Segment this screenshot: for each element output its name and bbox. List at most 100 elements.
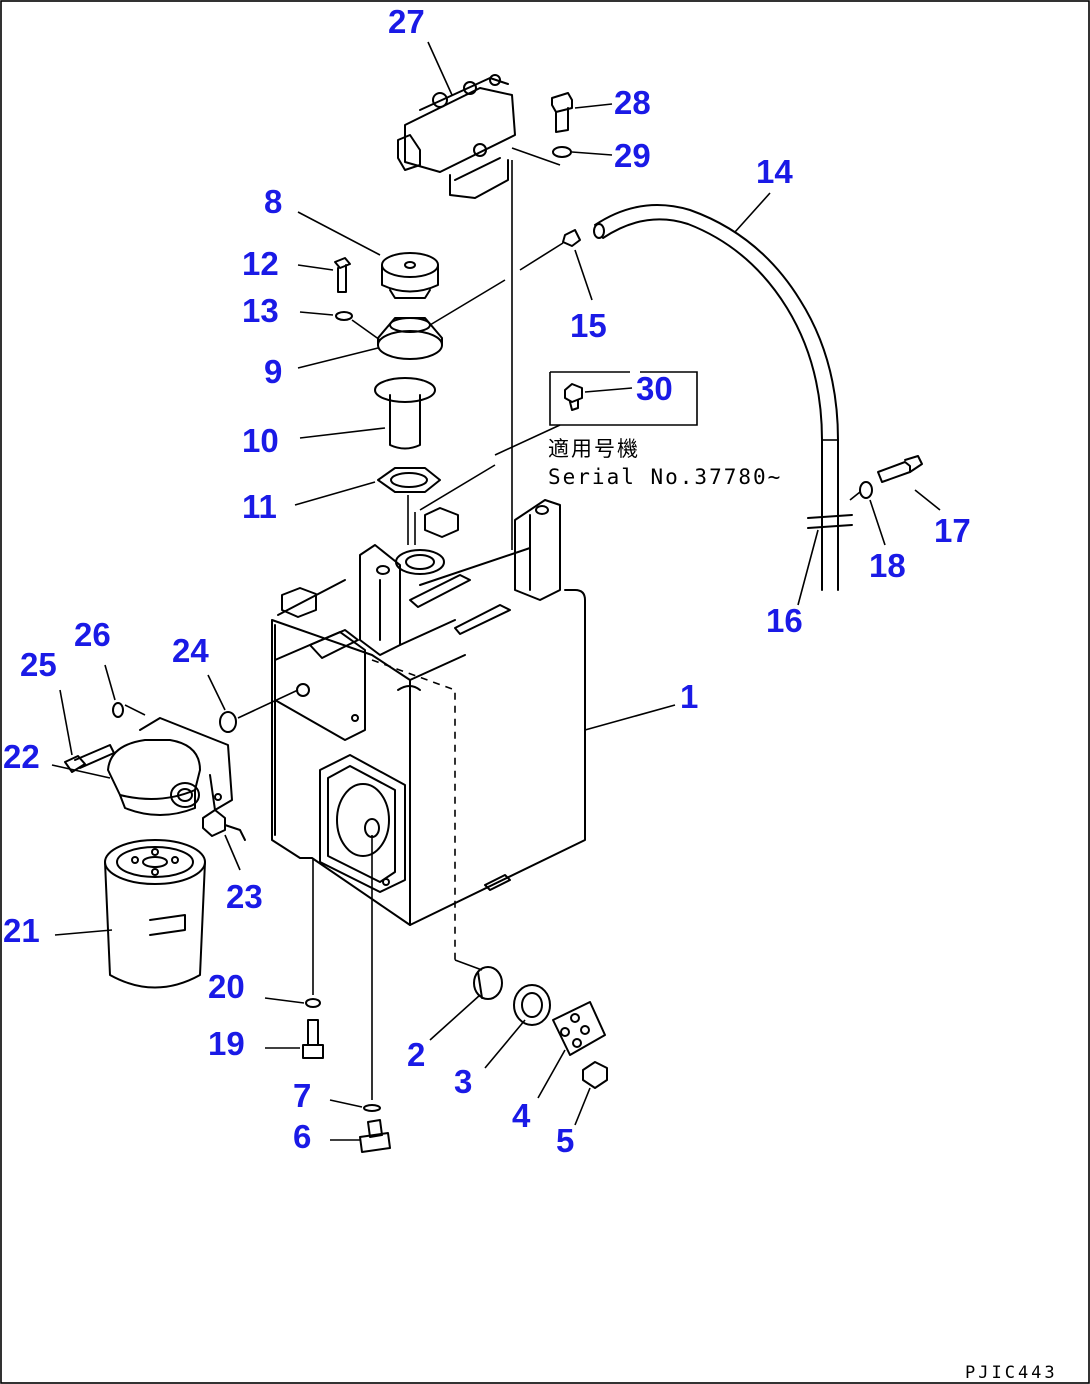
leader-line	[299, 427, 386, 439]
callout-17: 17	[934, 512, 971, 549]
drain-plug-6	[359, 1119, 391, 1153]
leader-line	[297, 347, 379, 369]
callout-13: 13	[242, 292, 279, 329]
leader-line	[429, 279, 506, 326]
callout-3: 3	[454, 1063, 472, 1100]
washer-20	[305, 998, 321, 1008]
leader-line	[734, 192, 771, 233]
callout-2: 2	[407, 1036, 425, 1073]
leader-line	[914, 489, 941, 511]
leader-line	[54, 929, 113, 936]
leader-line	[511, 147, 561, 166]
washer-13	[335, 311, 353, 321]
callout-8: 8	[264, 183, 282, 220]
leader-line	[297, 211, 381, 256]
leader-line	[427, 41, 453, 96]
callout-15: 15	[570, 307, 607, 344]
callout-26: 26	[74, 616, 111, 653]
callout-22: 22	[3, 738, 40, 775]
leader-line	[207, 674, 226, 711]
callout-24: 24	[172, 632, 209, 669]
leader-line	[237, 689, 299, 719]
leader-line	[124, 704, 146, 716]
callout-30: 30	[636, 370, 673, 407]
bolt-19	[302, 1019, 324, 1059]
plug-30	[564, 383, 583, 411]
washer-18	[859, 481, 873, 499]
filter-head-22	[107, 717, 233, 816]
leader-line	[429, 994, 481, 1041]
callout-11: 11	[242, 488, 277, 525]
callout-12: 12	[242, 245, 279, 282]
callout-18: 18	[869, 547, 906, 584]
nut-5	[582, 1061, 608, 1089]
sight-glass-2	[473, 966, 503, 1000]
gasket-3	[513, 984, 551, 1026]
diagram-code: PJIC443	[965, 1363, 1058, 1383]
leader-line	[574, 1087, 591, 1126]
bolt-25	[64, 744, 115, 773]
leader-line	[294, 481, 376, 506]
filter-cartridge-21	[104, 839, 206, 989]
oring-7	[363, 1104, 381, 1112]
leader-line	[574, 103, 613, 109]
leader-line	[297, 264, 334, 271]
leader-line	[59, 689, 73, 756]
leader-line	[454, 959, 483, 971]
bolt-17	[877, 455, 923, 483]
washer-29	[552, 146, 572, 158]
leader-line	[869, 499, 886, 546]
callout-14: 14	[756, 153, 793, 190]
leader-line	[351, 319, 381, 341]
callout-9: 9	[264, 353, 282, 390]
callout-10: 10	[242, 422, 279, 459]
leader-line	[519, 242, 564, 271]
callout-7: 7	[293, 1077, 311, 1114]
leader-line	[419, 464, 496, 511]
leader-line	[537, 1049, 566, 1099]
leader-line	[571, 151, 613, 156]
serial-note-jp: 適用号機	[548, 437, 640, 461]
washer-26	[112, 702, 124, 718]
callout-5: 5	[556, 1122, 574, 1159]
callout-20: 20	[208, 968, 245, 1005]
leader-line	[299, 311, 334, 316]
callout-28: 28	[614, 84, 651, 121]
callout-19: 19	[208, 1025, 245, 1062]
callout-25: 25	[20, 646, 57, 683]
callout-16: 16	[766, 602, 803, 639]
leader-line	[484, 1019, 526, 1069]
leader-line	[584, 387, 633, 393]
leader-line	[797, 529, 819, 606]
leader-line	[224, 834, 241, 871]
gasket-11	[377, 467, 441, 493]
callout-1: 1	[680, 678, 698, 715]
sensor-23	[202, 809, 246, 841]
leader-line	[329, 1099, 363, 1108]
callout-21: 21	[3, 912, 40, 949]
callout-29: 29	[614, 137, 651, 174]
strainer-10	[374, 377, 436, 450]
hydraulic-tank	[271, 499, 586, 960]
serial-box	[549, 371, 698, 426]
leader-line	[51, 764, 111, 779]
pipe-14	[593, 204, 853, 591]
bolt-12	[334, 257, 351, 293]
cover-plate-4	[552, 1001, 606, 1056]
control-valve	[397, 74, 516, 199]
bolt-28	[551, 92, 573, 133]
leader-line	[264, 997, 305, 1004]
leader-line	[574, 249, 593, 301]
callout-4: 4	[512, 1097, 531, 1134]
callout-27: 27	[388, 3, 425, 40]
leader-line	[584, 704, 676, 731]
leader-line	[494, 424, 561, 456]
plug-24	[219, 711, 237, 733]
leader-line	[849, 491, 861, 501]
callout-23: 23	[226, 878, 263, 915]
cap-8	[381, 252, 439, 299]
serial-note-serial: Serial No.37780~	[548, 465, 782, 489]
